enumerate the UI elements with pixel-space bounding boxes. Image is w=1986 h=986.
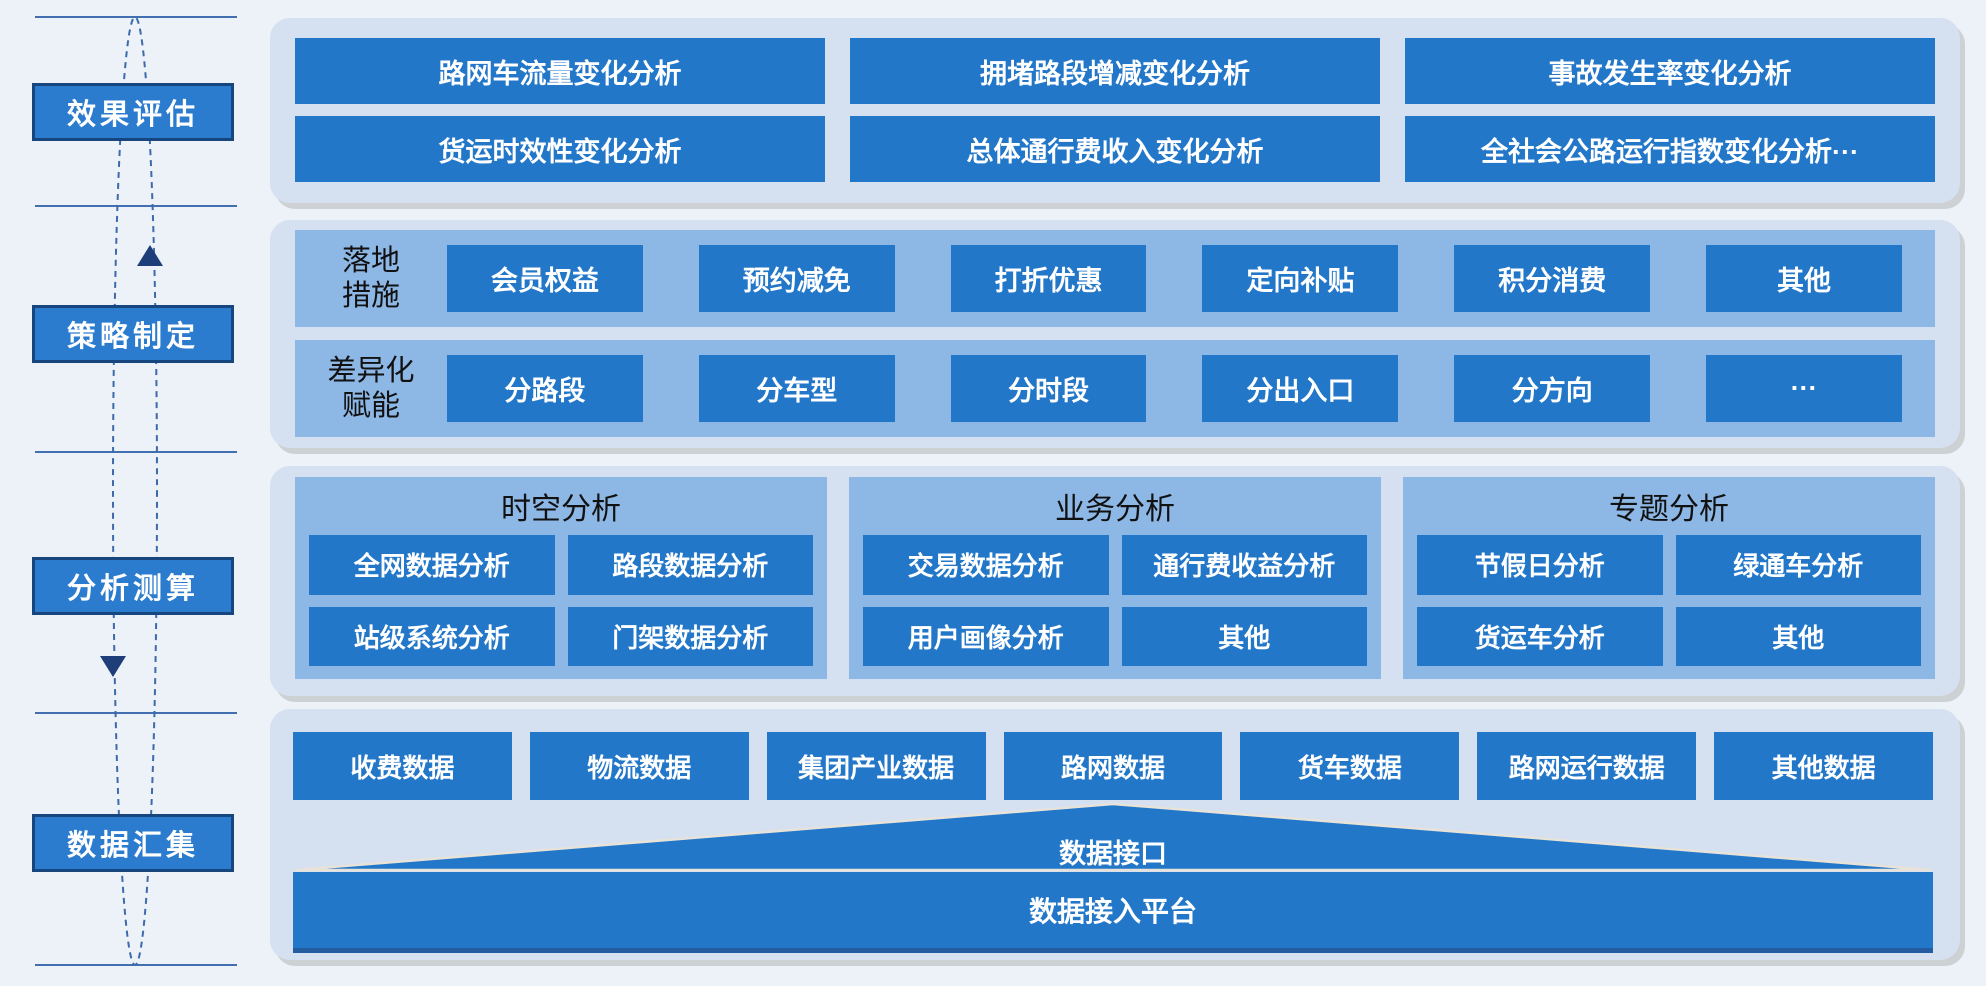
evaluation-box: 货运时效性变化分析 bbox=[295, 116, 825, 182]
data-source-box: 路网数据 bbox=[1003, 732, 1223, 800]
stage-label: 分析测算 bbox=[66, 573, 199, 605]
analysis-item-box: 其他 bbox=[1121, 606, 1367, 666]
analysis-item-box: 全网数据分析 bbox=[309, 535, 555, 595]
analysis-group-spatiotemporal: 时空分析 全网数据分析 路段数据分析 站级系统分析 门架数据分析 bbox=[295, 477, 827, 679]
strategy-item-box: 定向补贴 bbox=[1202, 245, 1399, 312]
stage-box-evaluation: 效果评估 bbox=[32, 83, 234, 141]
analysis-group-special-topics: 专题分析 节假日分析 绿通车分析 货运车分析 其他 bbox=[1403, 477, 1935, 679]
stage-box-analysis: 分析测算 bbox=[32, 557, 234, 615]
arrow-up-icon bbox=[137, 245, 163, 266]
analysis-groups: 时空分析 全网数据分析 路段数据分析 站级系统分析 门架数据分析 业务分析 交易… bbox=[295, 477, 1935, 679]
strategy-label-line: 赋能 bbox=[341, 389, 400, 422]
analysis-group-items: 交易数据分析 通行费收益分析 用户画像分析 其他 bbox=[863, 535, 1367, 666]
analysis-item-box: 站级系统分析 bbox=[309, 606, 555, 666]
panel-strategy: 落地 措施 会员权益 预约减免 打折优惠 定向补贴 积分消费 其他 差异化 赋能… bbox=[270, 220, 1960, 448]
evaluation-box: 全社会公路运行指数变化分析··· bbox=[1405, 116, 1935, 182]
data-platform-label: 数据接入平台 bbox=[1028, 896, 1197, 927]
analysis-group-business: 业务分析 交易数据分析 通行费收益分析 用户画像分析 其他 bbox=[849, 477, 1381, 679]
stage-label: 策略制定 bbox=[66, 321, 199, 353]
panel-evaluation: 路网车流量变化分析 拥堵路段增减变化分析 事故发生率变化分析 货运时效性变化分析… bbox=[270, 18, 1960, 203]
panel-analysis: 时空分析 全网数据分析 路段数据分析 站级系统分析 门架数据分析 业务分析 交易… bbox=[270, 466, 1960, 696]
strategy-row-measures: 落地 措施 会员权益 预约减免 打折优惠 定向补贴 积分消费 其他 bbox=[295, 230, 1935, 327]
stage-box-data-collection: 数据汇集 bbox=[32, 814, 234, 872]
strategy-row-label: 差异化 赋能 bbox=[295, 354, 447, 422]
data-source-box: 收费数据 bbox=[293, 732, 512, 800]
data-source-box: 物流数据 bbox=[529, 732, 749, 800]
evaluation-row: 路网车流量变化分析 拥堵路段增减变化分析 事故发生率变化分析 bbox=[295, 38, 1935, 104]
strategy-label-line: 措施 bbox=[341, 279, 400, 312]
stage-label: 效果评估 bbox=[66, 99, 199, 131]
strategy-item-box: 分时段 bbox=[950, 355, 1147, 422]
data-source-box: 货车数据 bbox=[1240, 732, 1460, 800]
strategy-item-box: ··· bbox=[1706, 355, 1902, 422]
data-interface-label: 数据接口 bbox=[1059, 839, 1167, 869]
analysis-item-box: 绿通车分析 bbox=[1675, 535, 1921, 595]
strategy-item-box: 会员权益 bbox=[447, 245, 643, 312]
evaluation-row: 货运时效性变化分析 总体通行费收入变化分析 全社会公路运行指数变化分析··· bbox=[295, 116, 1935, 182]
triangle-shape bbox=[294, 802, 1932, 872]
analysis-item-box: 通行费收益分析 bbox=[1121, 535, 1367, 595]
data-source-box: 集团产业数据 bbox=[766, 732, 986, 800]
stage-box-strategy: 策略制定 bbox=[32, 305, 234, 363]
analysis-item-box: 路段数据分析 bbox=[567, 535, 813, 595]
evaluation-box: 路网车流量变化分析 bbox=[295, 38, 825, 104]
analysis-item-box: 其他 bbox=[1675, 606, 1921, 666]
strategy-item-box: 打折优惠 bbox=[950, 245, 1147, 312]
analysis-item-box: 门架数据分析 bbox=[567, 606, 813, 666]
data-source-box: 其他数据 bbox=[1714, 732, 1933, 800]
strategy-row-differentiation: 差异化 赋能 分路段 分车型 分时段 分出入口 分方向 ··· bbox=[295, 340, 1935, 437]
stage-label: 数据汇集 bbox=[66, 830, 199, 862]
analysis-item-box: 用户画像分析 bbox=[863, 606, 1109, 666]
strategy-label-line: 差异化 bbox=[327, 355, 415, 388]
strategy-item-box: 其他 bbox=[1706, 245, 1902, 312]
strategy-item-box: 分方向 bbox=[1454, 355, 1651, 422]
data-platform-bar: 数据接入平台 bbox=[293, 872, 1933, 953]
arrow-down-icon bbox=[100, 656, 126, 677]
strategy-item-box: 分车型 bbox=[698, 355, 895, 422]
evaluation-box: 拥堵路段增减变化分析 bbox=[850, 38, 1380, 104]
analysis-item-box: 交易数据分析 bbox=[863, 535, 1109, 595]
strategy-label-line: 落地 bbox=[341, 245, 400, 278]
analysis-group-items: 全网数据分析 路段数据分析 站级系统分析 门架数据分析 bbox=[309, 535, 813, 666]
data-source-row: 收费数据 物流数据 集团产业数据 路网数据 货车数据 路网运行数据 其他数据 bbox=[293, 732, 1933, 800]
analysis-item-box: 节假日分析 bbox=[1417, 535, 1663, 595]
flow-cycle-graphic bbox=[35, 16, 237, 966]
strategy-row-label: 落地 措施 bbox=[295, 244, 447, 312]
analysis-group-title: 时空分析 bbox=[501, 493, 621, 526]
analysis-group-title: 专题分析 bbox=[1609, 493, 1729, 526]
analysis-group-items: 节假日分析 绿通车分析 货运车分析 其他 bbox=[1417, 535, 1921, 666]
evaluation-box: 总体通行费收入变化分析 bbox=[850, 116, 1380, 182]
strategy-item-box: 预约减免 bbox=[698, 245, 895, 312]
flow-cycle-ellipse bbox=[112, 16, 158, 966]
panel-data-collection: 收费数据 物流数据 集团产业数据 路网数据 货车数据 路网运行数据 其他数据 数… bbox=[270, 709, 1960, 960]
strategy-items: 分路段 分车型 分时段 分出入口 分方向 ··· bbox=[447, 355, 1935, 422]
data-source-box: 路网运行数据 bbox=[1477, 732, 1697, 800]
evaluation-box: 事故发生率变化分析 bbox=[1405, 38, 1935, 104]
data-interface-triangle: 数据接口 bbox=[293, 802, 1933, 872]
analysis-item-box: 货运车分析 bbox=[1417, 606, 1663, 666]
strategy-item-box: 分路段 bbox=[447, 355, 643, 422]
strategy-items: 会员权益 预约减免 打折优惠 定向补贴 积分消费 其他 bbox=[447, 245, 1935, 312]
analysis-group-title: 业务分析 bbox=[1055, 493, 1175, 526]
strategy-item-box: 分出入口 bbox=[1202, 355, 1399, 422]
strategy-item-box: 积分消费 bbox=[1454, 245, 1651, 312]
